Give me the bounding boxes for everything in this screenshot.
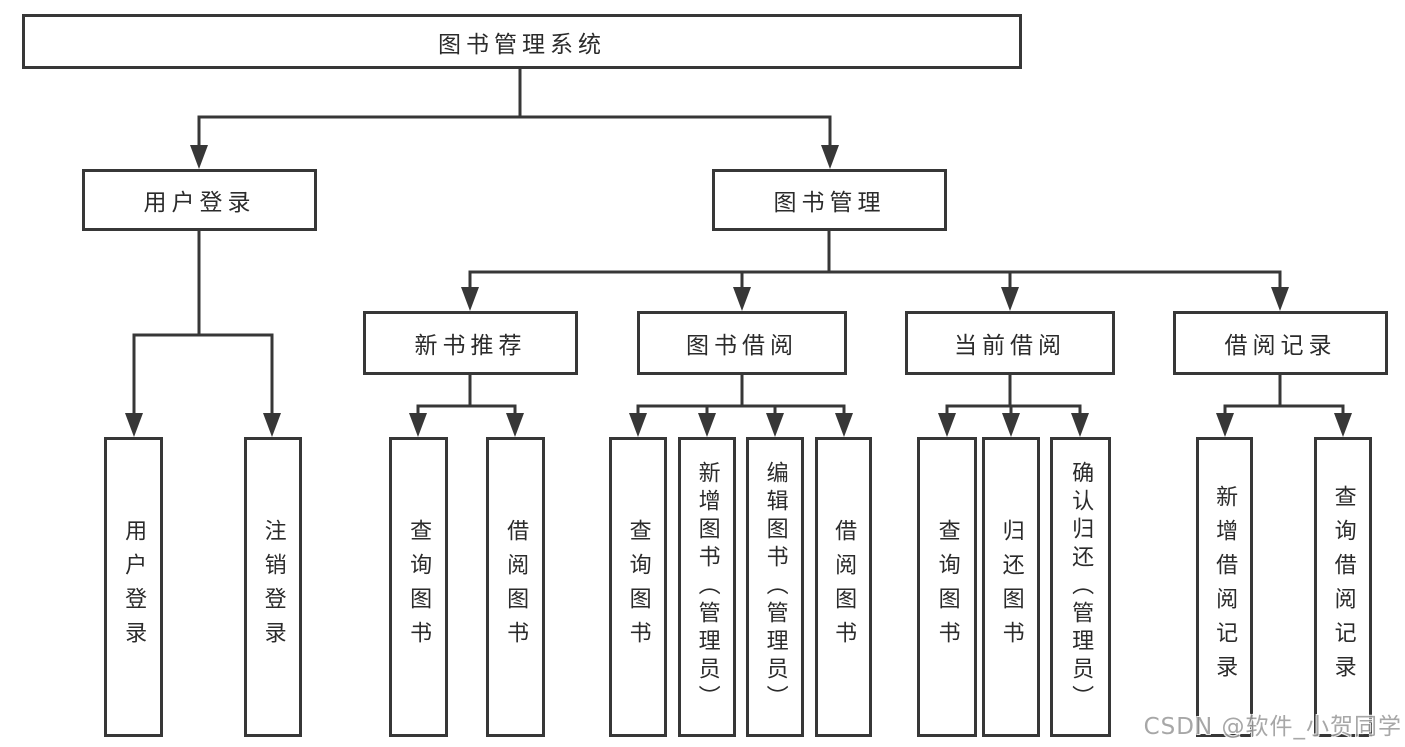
leaf-return-book-label: 归还图书 [998,519,1024,655]
leaf-query-books-current: 查询图书 [917,437,977,737]
leaf-query-books-recommend-label: 查询图书 [406,519,432,655]
leaf-edit-book-admin-label: 编辑图书（管理员） [762,461,788,713]
leaf-logout-label: 注销登录 [260,519,286,655]
node-library-management-system-label: 图书管理系统 [438,31,606,58]
node-current-borrowing-label: 当前借阅 [954,333,1066,359]
node-new-book-recommendation: 新书推荐 [363,311,578,375]
leaf-query-books-recommend: 查询图书 [389,437,448,737]
node-book-borrowing: 图书借阅 [637,311,847,375]
node-book-management: 图书管理 [712,169,947,231]
leaf-edit-book-admin: 编辑图书（管理员） [746,437,804,737]
leaf-confirm-return-admin: 确认归还（管理员） [1050,437,1111,737]
node-new-book-recommendation-label: 新书推荐 [414,333,527,359]
leaf-borrow-books-borrowing: 借阅图书 [815,437,872,737]
leaf-borrow-books-borrowing-label: 借阅图书 [831,519,857,655]
node-book-management-label: 图书管理 [773,190,886,216]
csdn-watermark: CSDN @软件_小贺同学 [1143,714,1402,740]
leaf-query-books-current-label: 查询图书 [934,519,960,655]
leaf-query-borrow-record-label: 查询借阅记录 [1330,485,1356,689]
leaf-borrow-books-recommend-label: 借阅图书 [503,519,529,655]
node-user-login-label: 用户登录 [143,190,256,216]
node-user-login: 用户登录 [82,169,317,231]
leaf-query-books-borrowing: 查询图书 [609,437,667,737]
leaf-borrow-books-recommend: 借阅图书 [486,437,545,737]
leaf-query-books-borrowing-label: 查询图书 [625,519,651,655]
leaf-return-book: 归还图书 [982,437,1040,737]
node-book-borrowing-label: 图书借阅 [686,333,798,359]
leaf-confirm-return-admin-label: 确认归还（管理员） [1068,461,1094,713]
leaf-add-book-admin: 新增图书（管理员） [678,437,736,737]
leaf-query-borrow-record: 查询借阅记录 [1314,437,1372,737]
node-current-borrowing: 当前借阅 [905,311,1115,375]
node-borrowing-records: 借阅记录 [1173,311,1388,375]
node-borrowing-records-label: 借阅记录 [1224,333,1337,359]
leaf-user-login-label: 用户登录 [121,519,147,655]
leaf-add-borrow-record-label: 新增借阅记录 [1212,485,1238,689]
leaf-logout: 注销登录 [244,437,302,737]
leaf-add-book-admin-label: 新增图书（管理员） [694,461,720,713]
leaf-add-borrow-record: 新增借阅记录 [1196,437,1253,737]
leaf-user-login: 用户登录 [104,437,163,737]
arrowheads [125,145,1352,437]
node-library-management-system: 图书管理系统 [22,14,1022,69]
